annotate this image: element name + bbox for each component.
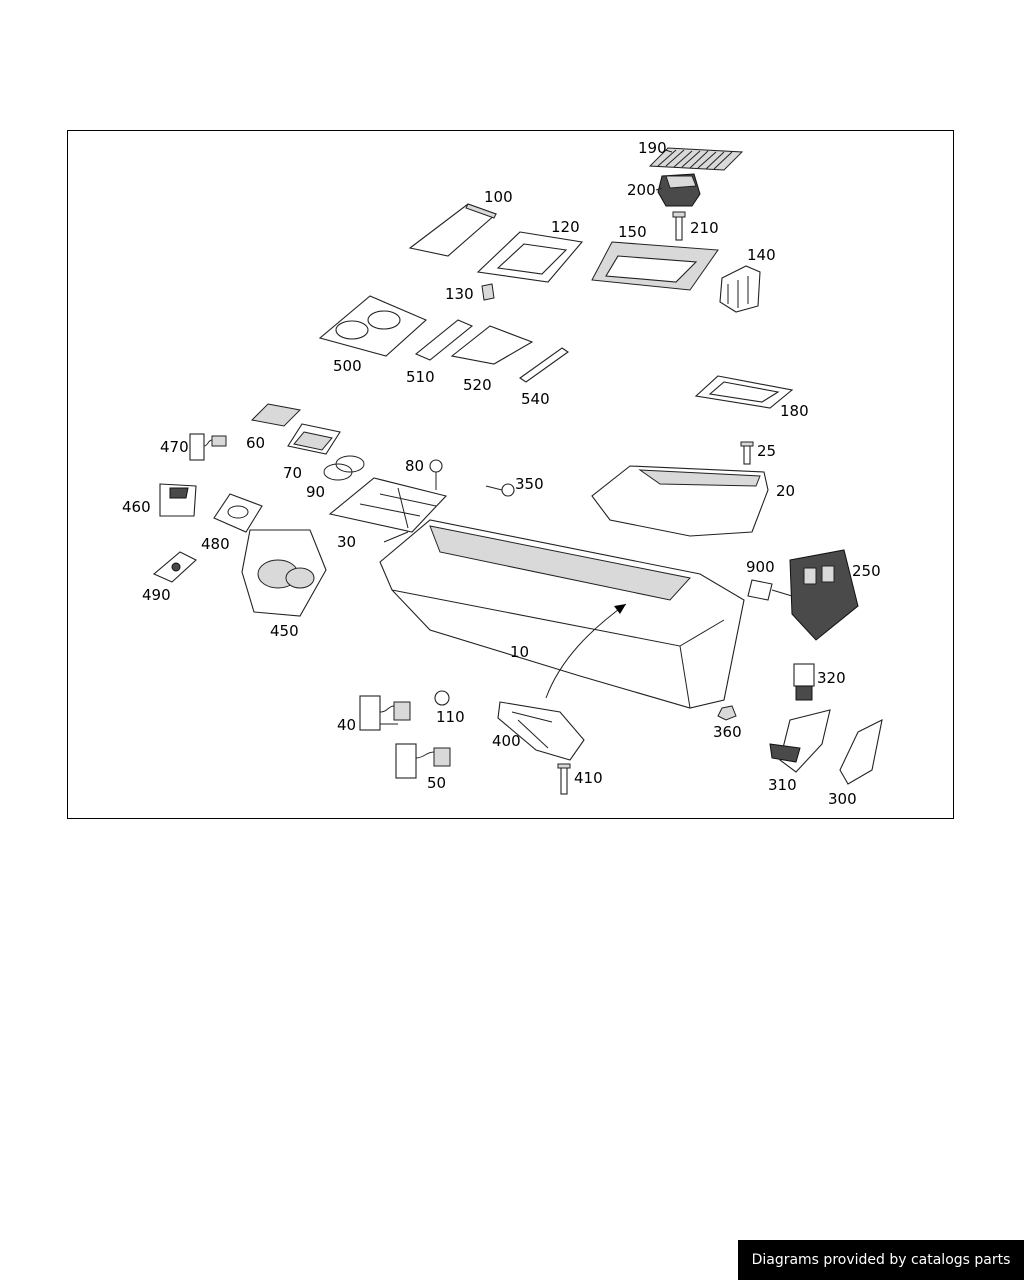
callout-25: 25 xyxy=(757,442,776,460)
part-510-strip xyxy=(414,319,474,361)
part-320-socket xyxy=(793,663,815,701)
part-100-panel xyxy=(408,203,498,257)
callout-490: 490 xyxy=(142,586,171,604)
callout-320: 320 xyxy=(817,669,846,687)
part-150-trim-frame xyxy=(591,241,719,291)
part-200-block xyxy=(657,173,701,207)
diagram-frame xyxy=(67,130,954,819)
callout-40: 40 xyxy=(337,716,356,734)
part-480-cup-holder xyxy=(213,493,263,533)
part-10-console-body xyxy=(379,519,745,709)
part-20-armrest xyxy=(591,465,769,537)
part-80-screw xyxy=(429,459,443,490)
callout-500: 500 xyxy=(333,357,362,375)
part-520-panel xyxy=(450,325,534,365)
part-540-strip xyxy=(519,347,569,383)
callout-360: 360 xyxy=(713,723,742,741)
part-460-box xyxy=(159,483,197,517)
callout-70: 70 xyxy=(283,464,302,482)
callout-200: 200 xyxy=(627,181,656,199)
callout-300: 300 xyxy=(828,790,857,808)
callout-140: 140 xyxy=(747,246,776,264)
leader-lines xyxy=(380,149,793,725)
callout-100: 100 xyxy=(484,188,513,206)
part-250-rear-vent xyxy=(789,549,859,641)
callout-900: 900 xyxy=(746,558,775,576)
part-500-cupholder-cover xyxy=(318,295,428,357)
callout-60: 60 xyxy=(246,434,265,452)
part-90-cup-ring xyxy=(323,455,365,481)
callout-20: 20 xyxy=(776,482,795,500)
callout-80: 80 xyxy=(405,457,424,475)
callout-480: 480 xyxy=(201,535,230,553)
part-25-bolt xyxy=(740,441,754,465)
part-360-nut xyxy=(717,705,737,721)
part-60-mesh-insert xyxy=(250,403,302,427)
part-410-bolt xyxy=(557,763,571,795)
callout-410: 410 xyxy=(574,769,603,787)
callout-120: 120 xyxy=(551,218,580,236)
part-180-tray xyxy=(694,375,794,409)
callout-50: 50 xyxy=(427,774,446,792)
callout-450: 450 xyxy=(270,622,299,640)
callout-90: 90 xyxy=(306,483,325,501)
callout-130: 130 xyxy=(445,285,474,303)
callout-470: 470 xyxy=(160,438,189,456)
part-120-trim-frame xyxy=(476,231,584,283)
part-450-cupholder-assembly xyxy=(241,529,327,617)
part-110-nut xyxy=(434,690,450,706)
part-70-tray xyxy=(287,423,341,455)
callout-190: 190 xyxy=(638,139,667,157)
footer-credit: Diagrams provided by catalogs parts xyxy=(738,1240,1024,1280)
part-30-bracket xyxy=(328,477,448,533)
callout-510: 510 xyxy=(406,368,435,386)
callout-400: 400 xyxy=(492,732,521,750)
part-50-socket xyxy=(395,743,451,779)
callout-350: 350 xyxy=(515,475,544,493)
part-490-mat xyxy=(152,551,197,583)
part-400-bracket xyxy=(497,701,585,761)
callout-540: 540 xyxy=(521,390,550,408)
part-900-label xyxy=(747,579,773,601)
callout-180: 180 xyxy=(780,402,809,420)
part-470-socket xyxy=(189,433,227,461)
part-210-bolt xyxy=(672,211,686,241)
part-130-clip xyxy=(481,283,495,301)
part-350-screw xyxy=(485,483,515,497)
callout-520: 520 xyxy=(463,376,492,394)
callout-150: 150 xyxy=(618,223,647,241)
arrow-400-to-10 xyxy=(545,603,627,699)
part-300-panel xyxy=(839,719,883,785)
part-190-grille xyxy=(648,147,744,171)
callout-10: 10 xyxy=(510,643,529,661)
callout-250: 250 xyxy=(852,562,881,580)
callout-30: 30 xyxy=(337,533,356,551)
callout-460: 460 xyxy=(122,498,151,516)
callout-310: 310 xyxy=(768,776,797,794)
part-40-socket xyxy=(359,695,411,731)
part-140-bracket xyxy=(719,265,761,313)
part-310-ashtray xyxy=(769,709,831,773)
callout-210: 210 xyxy=(690,219,719,237)
callout-110: 110 xyxy=(436,708,465,726)
